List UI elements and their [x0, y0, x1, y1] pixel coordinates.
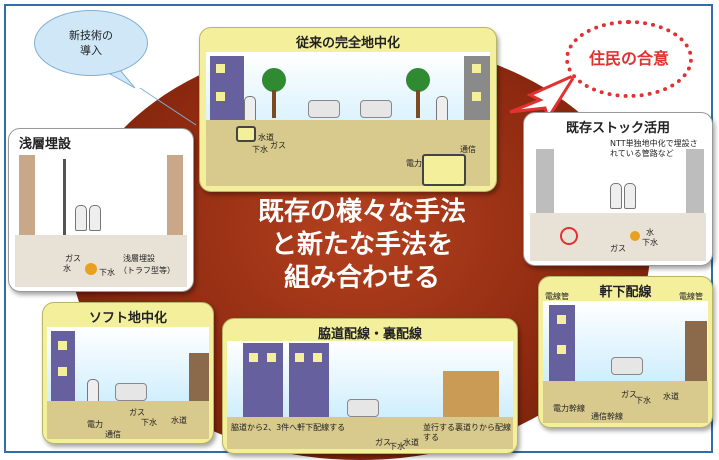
pedestrian-icon [624, 183, 636, 209]
panel-conventional-undergrounding: 従来の完全地中化 水道 下水 ガス 電力 通信 [199, 27, 497, 192]
conduit-icon [236, 126, 256, 142]
label-trough: （トラフ型等） [119, 266, 175, 275]
pedestrian-icon [75, 205, 87, 231]
label-telecom: 通信 [105, 430, 121, 439]
label-gas: ガス [129, 408, 145, 417]
label-telecom: 通信 [460, 145, 476, 154]
label-water: 水道 [403, 438, 419, 447]
residents-consensus-badge: 住民の合意 [565, 20, 693, 98]
wall-right [686, 149, 704, 215]
label-sewer: 下水 [141, 418, 157, 427]
note-side-street: 脇道から2、3件へ軒下配線する [231, 423, 346, 432]
label-sewer: 下水 [99, 268, 115, 277]
sewer-pipe-icon [85, 263, 97, 275]
label-gas: ガス [65, 254, 81, 263]
building-right [685, 321, 707, 381]
building-right [189, 353, 209, 403]
panel-title: 従来の完全地中化 [295, 36, 400, 51]
pedestrian-icon [436, 96, 448, 122]
utility-box-icon [422, 154, 466, 186]
sewer-pipe-icon [630, 231, 640, 241]
panel-shallow-burial: 浅層埋設 ガス 水 下水 浅層埋設 （トラフ型等） [8, 128, 194, 292]
bubble-pointer-line [139, 87, 197, 126]
car-icon [360, 100, 392, 118]
label-conduit-left: 電線管 [545, 292, 569, 301]
label-water: 水道 [663, 392, 679, 401]
label-water: 水道 [258, 133, 274, 142]
label-sewer: 下水 [635, 396, 651, 405]
label-power: 電力 [87, 420, 103, 429]
label-power: 電力 [406, 159, 422, 168]
label-shallow: 浅層埋設 [123, 254, 155, 263]
label-sewer: 下水 [252, 145, 268, 154]
panel-title: 浅層埋設 [19, 137, 72, 152]
building-left [549, 305, 575, 381]
panel-title: 既存ストック活用 [565, 121, 670, 136]
pedestrian-icon [610, 183, 622, 209]
label-telecom-trunk: 通信幹線 [591, 412, 623, 421]
panel-title: ソフト地中化 [88, 311, 167, 326]
label-gas: ガス [621, 390, 637, 399]
label-water: 水 [63, 264, 71, 273]
panel-existing-stock: 既存ストック活用 NTT単独地中化で埋設されている管路など ガス 下水 水 [523, 112, 713, 266]
label-sewer: 下水 [642, 238, 658, 247]
bubble-line-2: 導入 [80, 44, 102, 57]
building-left [51, 331, 75, 403]
car-icon [308, 100, 340, 118]
panel-title: 軒下配線 [599, 285, 652, 300]
center-line-3: 組み合わせる [283, 263, 440, 293]
label-conduit-right: 電線管 [679, 292, 703, 301]
ground [47, 401, 209, 439]
car-icon [347, 399, 379, 417]
tree-icon [262, 68, 286, 92]
label-gas: ガス [270, 141, 286, 150]
pedestrian-icon [89, 205, 101, 231]
note-back-street: 並行する裏道りから配線する [423, 423, 511, 442]
utility-pole [63, 159, 66, 235]
label-power-trunk: 電力幹線 [553, 404, 585, 413]
wall-left [19, 155, 35, 235]
panel-soft-undergrounding: ソフト地中化 ガス 下水 水道 電力 通信 [42, 302, 214, 444]
pedestrian-icon [244, 96, 256, 122]
ground [543, 381, 708, 423]
building-left-2 [289, 343, 329, 417]
existing-conduit-icon [560, 227, 578, 245]
ground [530, 213, 706, 261]
label-gas: ガス [375, 438, 391, 447]
panel-eaves-wiring: 軒下配線 電線管 電線管 ガス 下水 水道 電力幹線 通信幹線 [538, 276, 713, 428]
car-icon [115, 383, 147, 401]
stock-note: NTT単独地中化で埋設されている管路など [610, 139, 698, 158]
wall-right [167, 155, 183, 235]
label-water: 水道 [171, 416, 187, 425]
label-gas: ガス [610, 244, 626, 253]
label-sewer: 下水 [389, 442, 405, 451]
wall-left [536, 149, 554, 215]
center-line-2: と新たな手法を [270, 230, 453, 260]
bubble-line-1: 新技術の [69, 29, 113, 42]
tree-icon [406, 68, 430, 92]
center-message: 既存の様々な手法 と新たな手法を 組み合わせる [212, 196, 512, 295]
car-icon [611, 357, 643, 375]
panel-side-street-wiring: 脇道配線・裏配線 脇道から2、3件へ軒下配線する 並行する裏道りから配線する ガ… [222, 318, 518, 454]
ground [227, 417, 513, 449]
label-water: 水 [646, 228, 654, 237]
building-left [243, 343, 283, 417]
center-line-1: 既存の様々な手法 [257, 197, 466, 227]
ground [15, 235, 187, 287]
panel-title: 脇道配線・裏配線 [317, 327, 422, 342]
new-technology-bubble: 新技術の 導入 [34, 10, 148, 76]
house-icon [443, 371, 499, 417]
